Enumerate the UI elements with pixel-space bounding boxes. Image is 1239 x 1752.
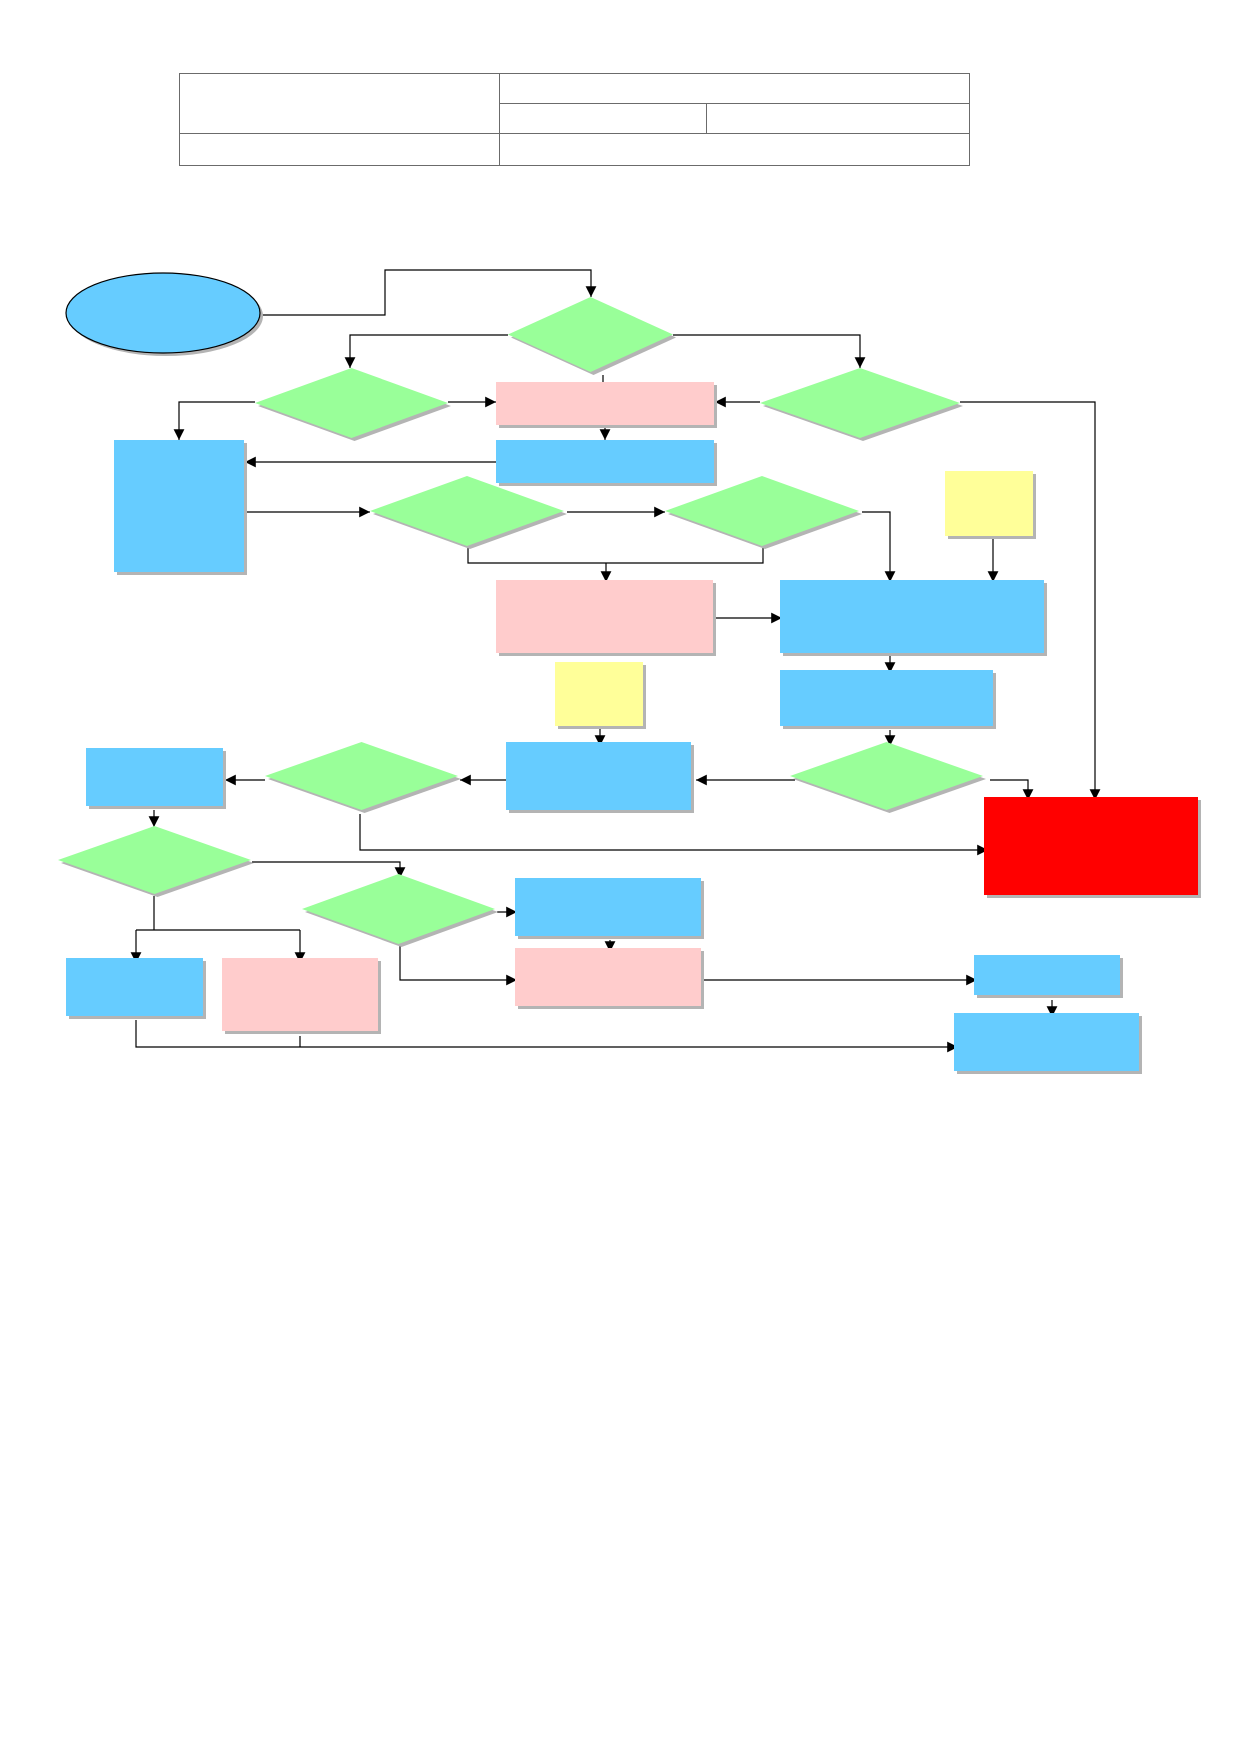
- node-p6: [66, 958, 206, 1019]
- edge-d6-to-red: [359, 814, 988, 856]
- edge-bottom-to-p9: [135, 1020, 958, 1053]
- node-p3: [506, 742, 694, 813]
- node-d7: [790, 742, 986, 813]
- node-p_pink3: [222, 958, 381, 1034]
- node-shape: [508, 297, 673, 372]
- node-p_wide: [780, 580, 1047, 656]
- node-shape: [496, 440, 714, 483]
- node-shape: [665, 476, 859, 546]
- node-shape: [222, 958, 378, 1031]
- header-cell-bottom-right: [499, 133, 970, 166]
- node-shape: [555, 662, 643, 726]
- node-shape: [496, 580, 713, 653]
- node-d9: [302, 874, 498, 947]
- node-shape: [302, 874, 495, 944]
- node-p_pink4: [515, 948, 704, 1009]
- node-d2: [255, 368, 451, 441]
- header-cell-title: [179, 73, 500, 134]
- edge-d3-to-red: [960, 401, 1101, 800]
- node-p2: [496, 440, 717, 486]
- node-shape: [86, 748, 223, 806]
- node-p4: [780, 670, 996, 729]
- node-shape: [114, 440, 244, 572]
- node-shape: [790, 742, 983, 810]
- edge-d8-to-d9: [252, 861, 406, 878]
- node-shape: [496, 382, 714, 425]
- edge-d4d5-merge: [467, 546, 764, 564]
- node-d1: [508, 297, 676, 375]
- edge-d9-to-pink4: [399, 946, 517, 986]
- node-p_tall: [114, 440, 247, 575]
- node-p9: [954, 1013, 1142, 1074]
- node-note2: [555, 662, 646, 729]
- connectors: [130, 269, 1101, 1053]
- node-shape: [506, 742, 691, 810]
- edge-d2-to-tall: [173, 401, 255, 440]
- edge-start-to-d1: [262, 269, 597, 316]
- node-shape: [974, 955, 1120, 995]
- node-p8: [974, 955, 1123, 998]
- node-d3: [760, 368, 963, 441]
- node-shape: [65, 272, 261, 354]
- header-cell-mid-a: [499, 103, 707, 134]
- node-red: [984, 797, 1201, 898]
- edge-d1-to-d2: [344, 334, 508, 368]
- node-p7: [515, 878, 704, 939]
- edge-d5-to-wide: [862, 511, 896, 582]
- node-d4: [370, 476, 567, 549]
- node-shape: [515, 878, 701, 936]
- edge-d7-to-red: [990, 779, 1034, 800]
- node-p5: [86, 748, 226, 809]
- node-shape: [255, 368, 448, 438]
- node-shape: [780, 580, 1044, 653]
- node-shape: [58, 826, 251, 894]
- node-p_pink1: [496, 382, 717, 428]
- node-shape: [265, 742, 458, 810]
- node-shape: [954, 1013, 1139, 1071]
- node-note1: [945, 471, 1036, 539]
- node-shape: [66, 958, 203, 1016]
- node-shape: [515, 948, 701, 1006]
- node-d5: [665, 476, 862, 549]
- node-start: [65, 272, 263, 356]
- node-d6: [265, 742, 461, 813]
- node-d8: [58, 826, 254, 897]
- header-table: [179, 73, 970, 166]
- node-p_pink2: [496, 580, 716, 656]
- node-shape: [945, 471, 1033, 536]
- header-cell-bottom-left: [179, 133, 500, 166]
- node-shape: [984, 797, 1198, 895]
- node-shape: [370, 476, 564, 546]
- node-shape: [760, 368, 960, 438]
- node-shape: [780, 670, 993, 726]
- edge-d1-to-d3: [673, 334, 866, 368]
